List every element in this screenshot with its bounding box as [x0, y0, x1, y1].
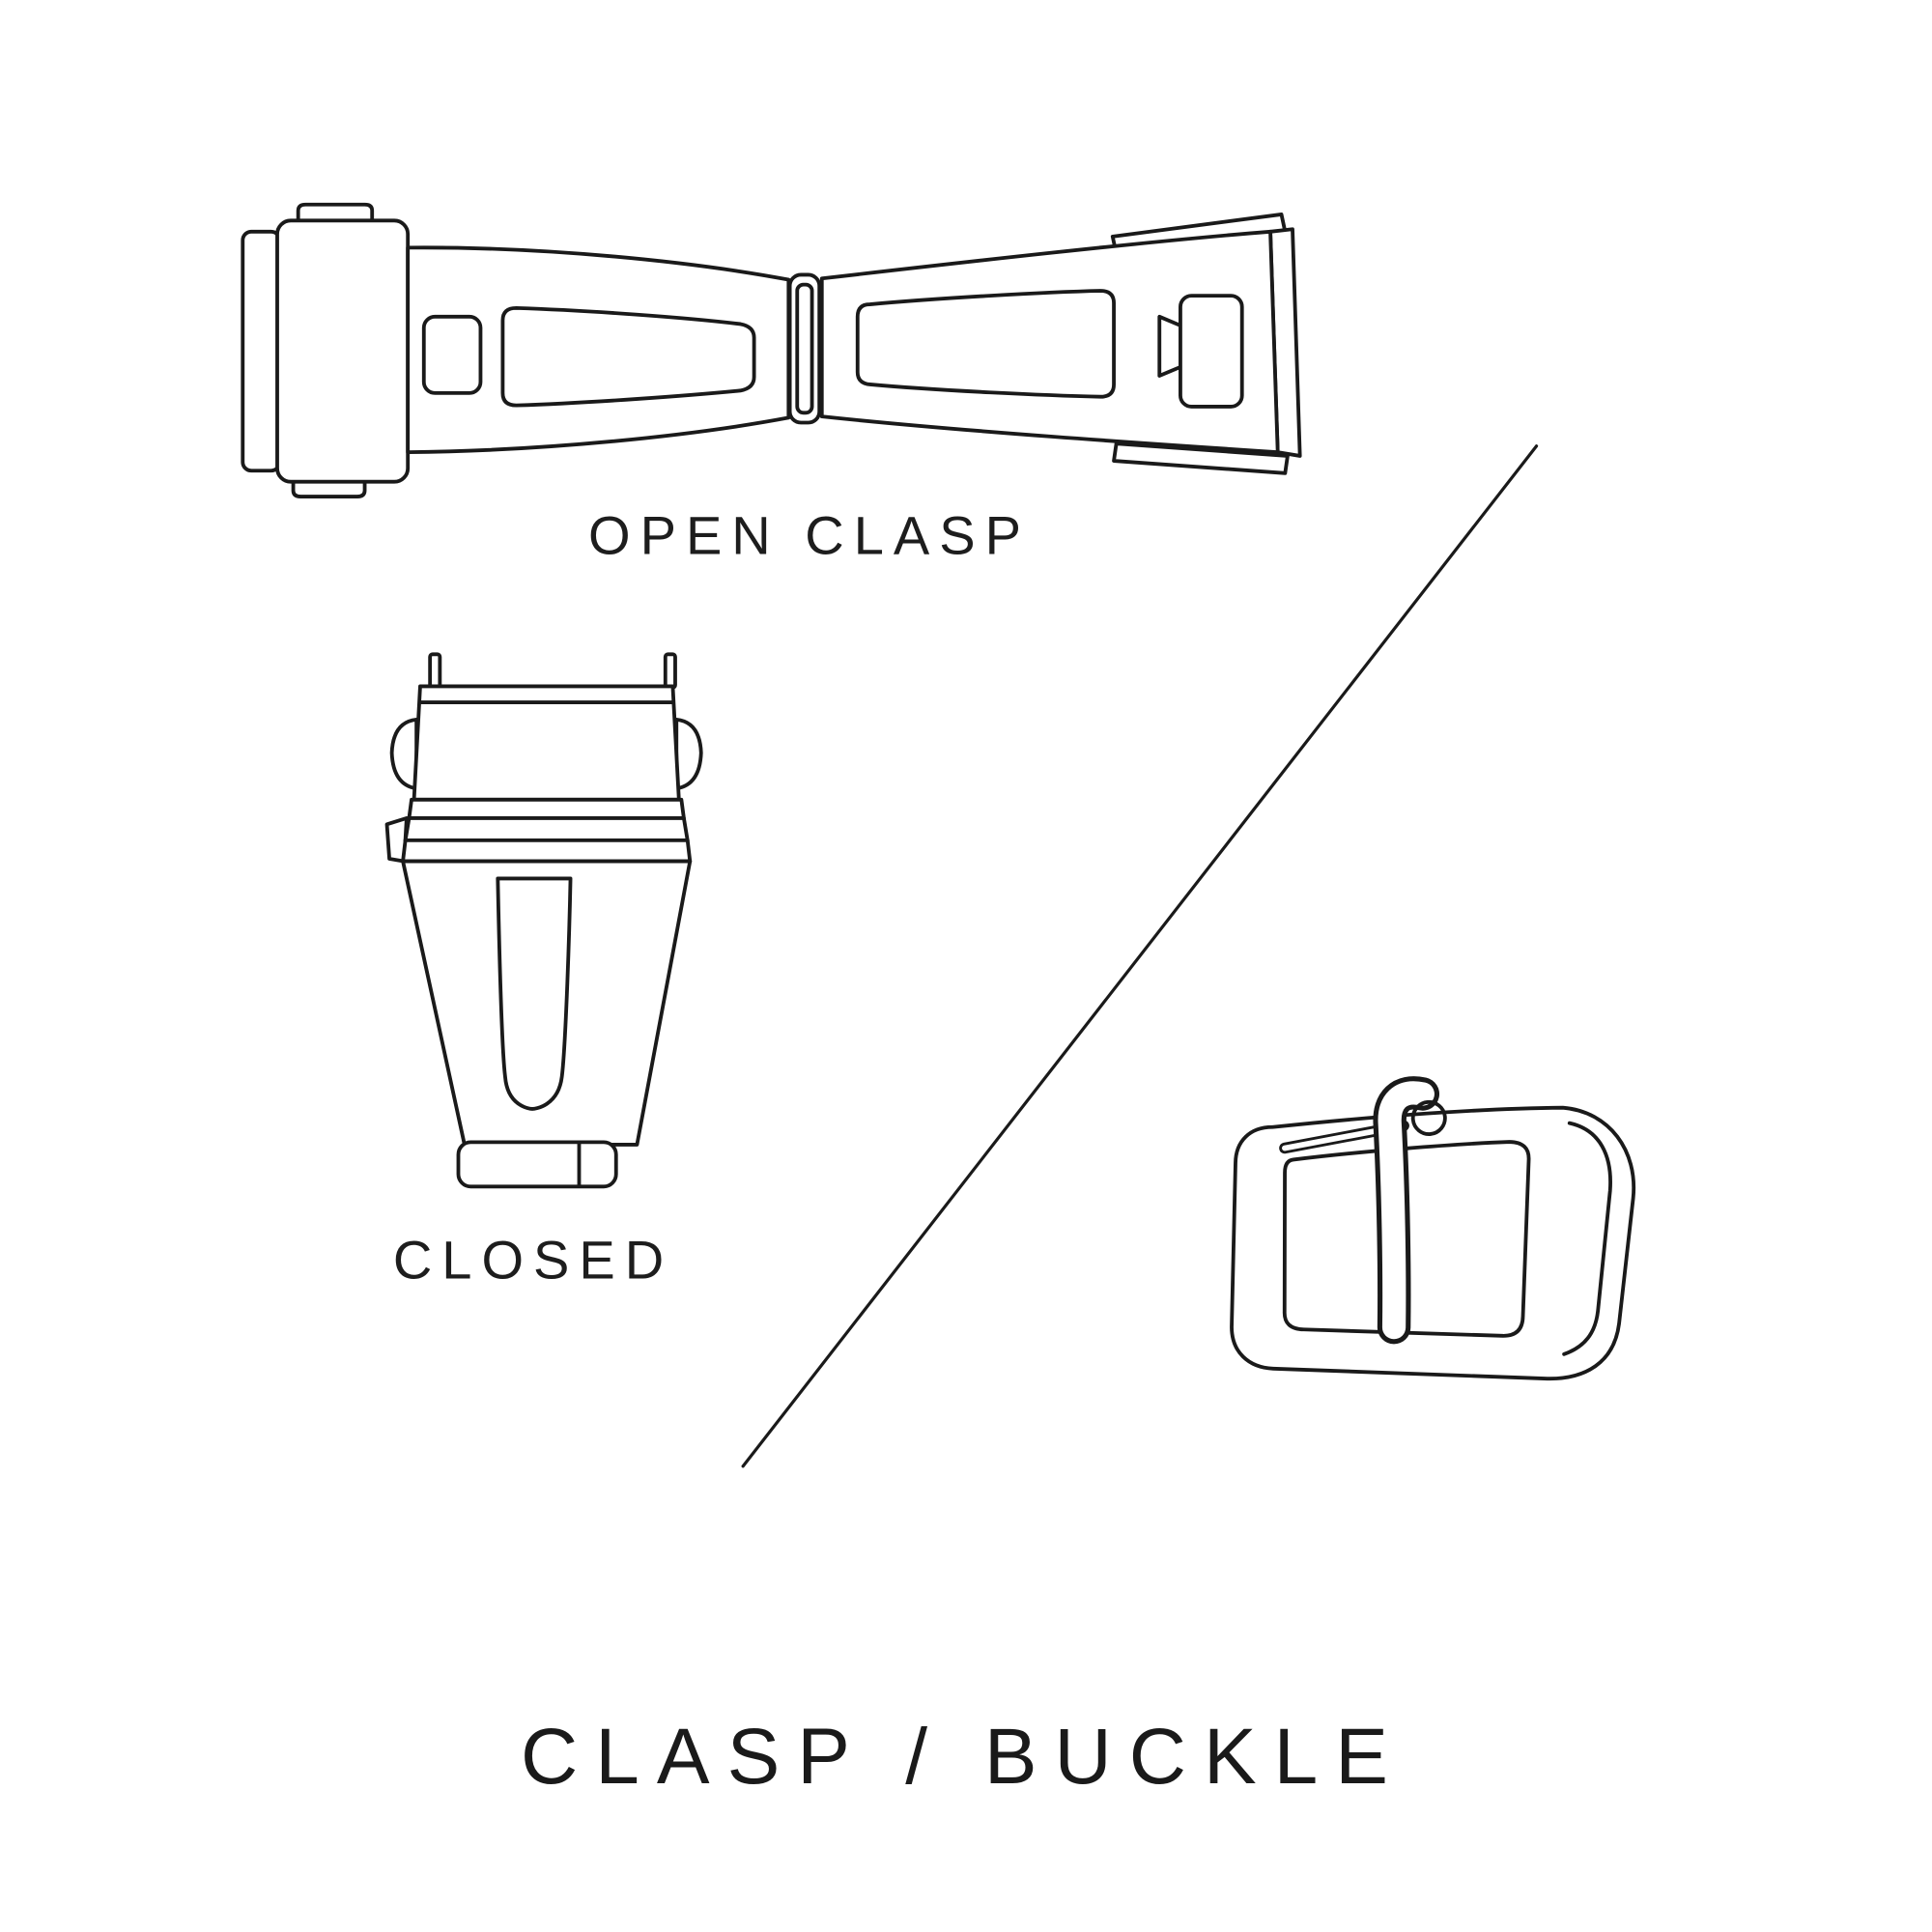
- tang-buckle-drawing: [1230, 1076, 1636, 1380]
- open-clasp-catch: [1179, 294, 1244, 409]
- page-title: CLASP / BUCKLE: [521, 1713, 1406, 1801]
- open-clasp-left-end-bump-top: [296, 202, 375, 224]
- closed-clasp-band-3: [401, 838, 693, 864]
- closed-clasp-drawing: [384, 652, 703, 1189]
- open-clasp-left-end-block: [275, 218, 411, 484]
- closed-clasp-body-cutout: [496, 876, 573, 1111]
- open-clasp-label: OPEN CLASP: [588, 504, 1031, 566]
- closed-clasp-label: CLOSED: [392, 1229, 674, 1291]
- open-clasp-right-bottom-plate: [1112, 441, 1290, 475]
- open-clasp-left-end-bump-bottom: [291, 478, 367, 498]
- open-clasp-drawing: [241, 202, 1302, 498]
- buckle-right-bar-contour: [1562, 1121, 1612, 1356]
- closed-clasp-band-2: [403, 816, 690, 842]
- open-clasp-hinge-pin: [795, 282, 814, 415]
- divider-line: [741, 444, 1539, 1468]
- closed-clasp-prong-left: [428, 652, 442, 690]
- open-clasp-latch-hole: [421, 314, 483, 395]
- buckle-tang-loop: [1410, 1099, 1447, 1136]
- closed-clasp-prong-right: [663, 652, 677, 690]
- closed-clasp-ear-left: [389, 717, 419, 791]
- open-clasp-right-arm-cutout: [855, 289, 1116, 399]
- open-clasp-left-arm-cutout: [500, 305, 756, 408]
- closed-clasp-bottom-link: [456, 1140, 618, 1189]
- open-clasp-left-end-bar: [241, 229, 282, 473]
- closed-clasp-band-1: [407, 797, 686, 820]
- closed-clasp-ear-right: [674, 717, 703, 791]
- buckle-tang-fill: [1378, 1081, 1435, 1340]
